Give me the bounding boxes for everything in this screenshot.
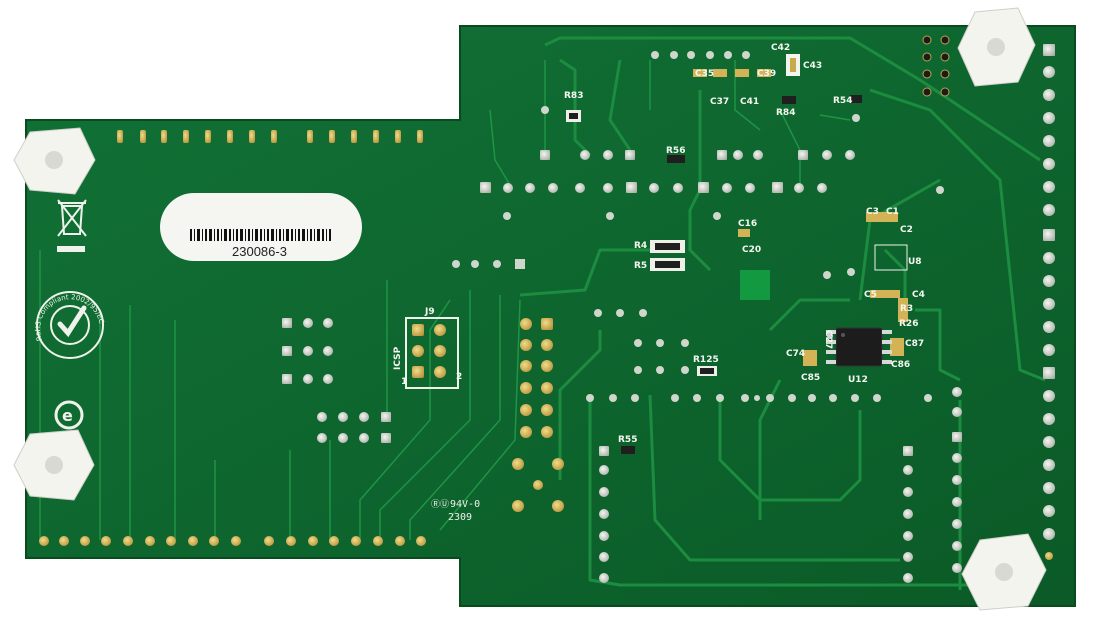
small-header-top-right	[922, 35, 950, 97]
svg-text:R56: R56	[666, 146, 685, 156]
right-mid-pads	[599, 387, 962, 583]
svg-text:C3: C3	[866, 207, 879, 217]
svg-text:C20: C20	[742, 245, 761, 255]
barcode-bars	[190, 229, 331, 241]
svg-text:U8: U8	[908, 257, 922, 267]
svg-text:R5: R5	[634, 261, 647, 271]
svg-text:U12: U12	[848, 375, 868, 385]
svg-text:C87: C87	[905, 339, 924, 349]
svg-text:R55: R55	[618, 435, 637, 445]
ul-logo-icon: ⓇⓊ	[431, 499, 449, 510]
svg-text:C39: C39	[757, 69, 776, 79]
svg-text:R84: R84	[776, 108, 795, 118]
svg-text:C86: C86	[891, 360, 910, 370]
svg-text:R54: R54	[833, 96, 852, 106]
standoff-icon	[13, 7, 1047, 611]
icsp-header-j9	[405, 317, 459, 389]
svg-text:R125: R125	[693, 355, 719, 365]
svg-text:C35: C35	[695, 69, 714, 79]
standoff-top-left	[13, 127, 96, 195]
header-pads-top	[117, 130, 423, 143]
smd-components	[566, 54, 908, 454]
svg-text:C41: C41	[740, 97, 759, 107]
svg-text:e: e	[62, 406, 73, 425]
svg-text:C1: C1	[886, 207, 899, 217]
icsp-label: ICSP	[393, 346, 403, 370]
weee-bin-icon	[57, 199, 87, 252]
svg-text:C27: C27	[823, 330, 833, 349]
svg-text:C85: C85	[801, 373, 820, 383]
svg-text:C42: C42	[771, 43, 790, 53]
barcode-label: 230086-3	[160, 193, 362, 261]
pcb-outline	[25, 25, 1076, 607]
standoff-top-right	[957, 7, 1036, 87]
thin-traces	[39, 60, 851, 540]
svg-text:C2: C2	[900, 225, 913, 235]
svg-text:C43: C43	[803, 61, 822, 71]
small-gold-pads	[512, 458, 1053, 560]
thermal-pad	[740, 270, 770, 300]
svg-text:C5: C5	[864, 290, 877, 300]
standoff-bottom-right	[961, 533, 1047, 611]
mid-pad-row	[480, 150, 855, 193]
pin2-label: 2	[456, 372, 462, 382]
svg-text:C4: C4	[912, 290, 925, 300]
j9-name: J9	[424, 307, 435, 317]
svg-text:C37: C37	[710, 97, 729, 107]
ul-rating: 94V-0	[450, 499, 480, 510]
recycle-e-icon: e	[54, 400, 84, 430]
svg-text:R83: R83	[564, 91, 583, 101]
header-pads-bottom	[39, 536, 426, 546]
vias	[452, 51, 944, 402]
gold-header-2x6	[520, 318, 553, 438]
right-header-pads	[1043, 44, 1055, 540]
standoff-mid-left	[13, 429, 95, 501]
ul-marking: ⓇⓊ 94V-0 2309	[431, 499, 480, 523]
j9-labels: J9 ICSP 1 2	[393, 307, 462, 387]
pin1-label: 1	[401, 377, 407, 387]
refdes-labels: C42 C43 C35 C39 C37 C41 R84 R54 R83 R56 …	[564, 43, 925, 445]
svg-text:R26: R26	[899, 319, 918, 329]
svg-text:R4: R4	[634, 241, 647, 251]
svg-text:C74: C74	[786, 349, 805, 359]
svg-text:R3: R3	[900, 304, 913, 314]
date-code: 2309	[448, 512, 472, 523]
left-grid-pads	[282, 318, 391, 443]
svg-text:C16: C16	[738, 219, 757, 229]
ic-u12	[826, 327, 892, 367]
barcode-number: 230086-3	[232, 244, 287, 259]
